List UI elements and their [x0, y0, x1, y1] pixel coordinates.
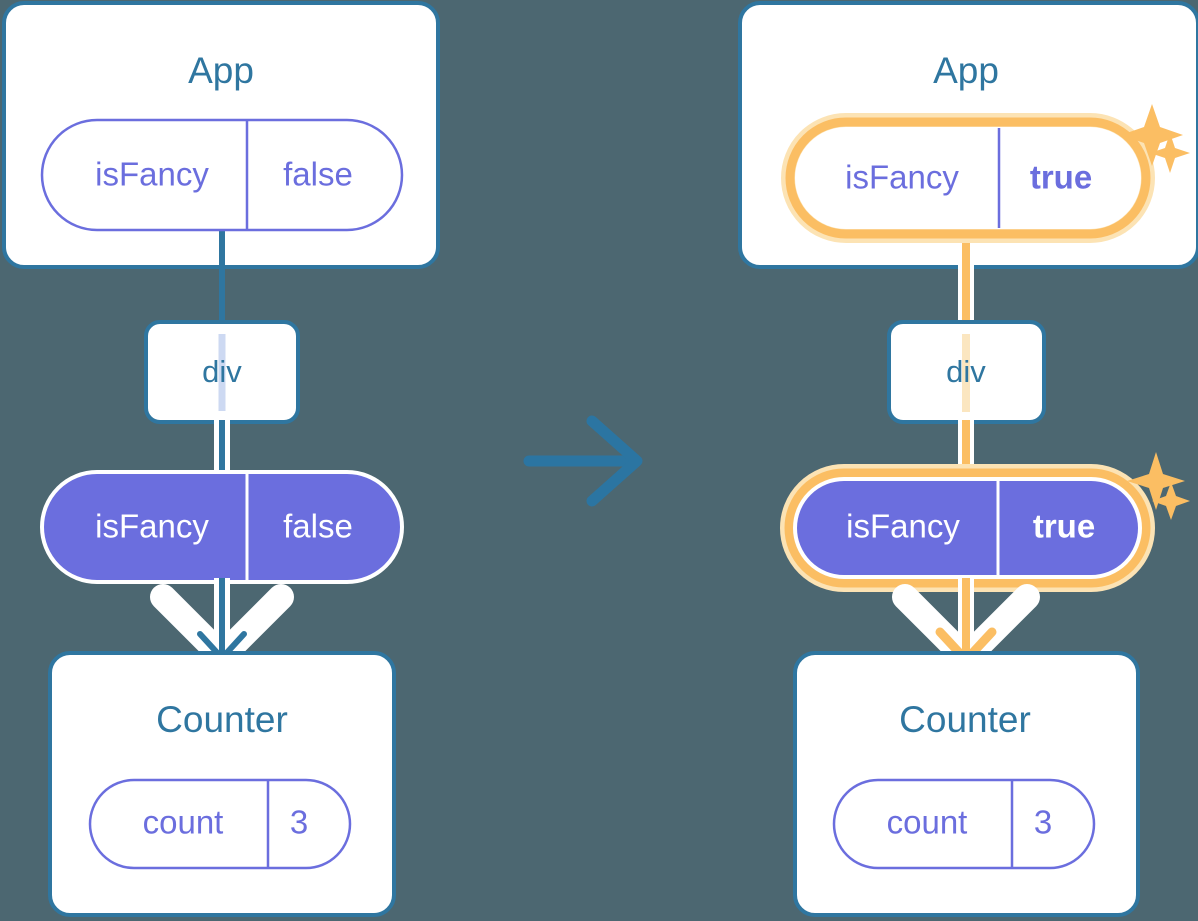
div-card-before: div — [144, 320, 300, 424]
pill-key: isFancy — [845, 159, 959, 196]
app-state-pill-after: isFancy true — [781, 113, 1155, 243]
pill-key: count — [143, 804, 224, 841]
panel-after: App isFancy true div — [738, 1, 1198, 917]
highlight-glow-inner — [785, 117, 1151, 239]
panel-before: App isFancy false div isFancy — [2, 1, 440, 917]
arrow-head — [586, 415, 643, 507]
sparkle-small-icon — [1152, 482, 1190, 520]
transition-arrow-icon — [523, 415, 643, 507]
sparkle-group-prop-after — [1127, 452, 1190, 520]
div-card-label: div — [946, 354, 986, 389]
pill-value: false — [283, 156, 353, 193]
pill-body — [795, 127, 1141, 229]
pill-value: 3 — [290, 804, 308, 841]
pill-body — [832, 778, 1096, 870]
pill-value: 3 — [1034, 804, 1052, 841]
app-state-pill-before: isFancy false — [40, 118, 404, 232]
pill-value: true — [1033, 508, 1095, 545]
div-card-label: div — [202, 354, 242, 389]
app-card-title: App — [933, 50, 999, 91]
sparkle-small-icon — [1150, 133, 1190, 173]
prop-pill-before: isFancy false — [40, 470, 404, 584]
counter-card-title: Counter — [156, 699, 288, 740]
counter-card-title: Counter — [899, 699, 1031, 740]
pill-key: isFancy — [95, 508, 209, 545]
app-card-title: App — [188, 50, 254, 91]
arrow-prop-to-counter-before — [150, 578, 294, 669]
sparkle-group-app-after — [1121, 104, 1190, 173]
sparkle-large-icon — [1121, 104, 1183, 166]
pill-value: false — [283, 508, 353, 545]
pill-value: true — [1030, 159, 1092, 196]
pill-body — [40, 118, 404, 232]
pill-body — [793, 477, 1142, 579]
pill-key: count — [887, 804, 968, 841]
pill-key: isFancy — [95, 156, 209, 193]
counter-state-pill-before: count 3 — [88, 778, 352, 870]
prop-pill-after: isFancy true — [780, 464, 1155, 592]
div-card-after: div — [887, 320, 1046, 424]
counter-state-pill-after: count 3 — [832, 778, 1096, 870]
pill-key: isFancy — [846, 508, 960, 545]
sparkle-large-icon — [1127, 452, 1185, 510]
pill-body — [88, 778, 352, 870]
